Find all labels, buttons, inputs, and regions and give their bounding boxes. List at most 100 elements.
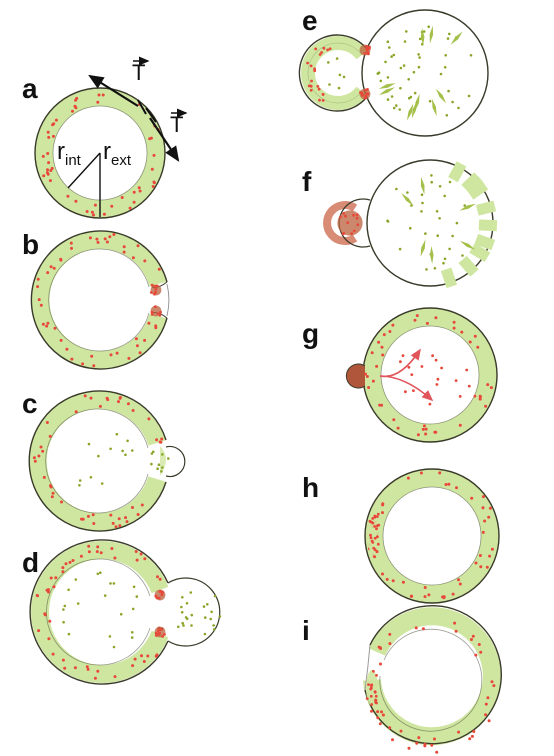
dot: [375, 695, 378, 698]
dot: [143, 557, 146, 560]
dot: [373, 516, 376, 519]
dot: [376, 515, 379, 518]
dot: [486, 566, 489, 569]
dot: [470, 54, 473, 57]
dot: [442, 596, 445, 599]
dot: [80, 555, 83, 558]
dot: [390, 55, 393, 58]
dot: [356, 223, 359, 226]
dot: [310, 80, 313, 83]
dot: [204, 633, 207, 636]
dot: [46, 322, 49, 325]
panel-label-i: i: [302, 615, 310, 646]
dot: [472, 635, 475, 638]
dot: [160, 628, 163, 631]
dot: [129, 207, 132, 210]
dot: [352, 214, 355, 217]
dot: [445, 483, 448, 486]
dot: [127, 402, 130, 405]
dot: [87, 545, 90, 548]
dot: [478, 643, 481, 646]
dot: [459, 395, 462, 398]
dot: [157, 629, 160, 632]
dot: [158, 463, 161, 466]
dot: [397, 427, 400, 430]
dot: [103, 213, 106, 216]
dot: [443, 195, 446, 198]
dot: [398, 108, 401, 111]
dot: [381, 503, 384, 506]
dot: [131, 664, 134, 667]
dot: [323, 47, 326, 50]
dot: [99, 571, 102, 574]
dot: [395, 188, 398, 191]
dot: [463, 204, 466, 207]
dot: [108, 235, 111, 238]
dot: [54, 576, 57, 579]
dot: [379, 663, 382, 666]
dot: [95, 238, 98, 241]
dot: [92, 513, 95, 516]
dot: [318, 99, 321, 102]
dot: [423, 30, 426, 33]
dot: [46, 168, 49, 171]
dot: [88, 550, 91, 553]
dot: [161, 591, 164, 594]
dot: [308, 85, 311, 88]
dot: [381, 573, 384, 576]
dot: [372, 670, 375, 673]
dot: [415, 626, 418, 629]
dot: [118, 524, 121, 527]
dot: [435, 359, 438, 362]
dot: [78, 484, 81, 487]
dot: [429, 403, 432, 406]
dot: [74, 666, 77, 669]
dot: [70, 242, 73, 245]
dot: [46, 421, 49, 424]
dot: [424, 595, 427, 598]
dot: [161, 594, 164, 597]
dot: [40, 304, 43, 307]
dot: [483, 520, 486, 523]
dot: [387, 98, 390, 101]
dot: [410, 595, 413, 598]
dot: [117, 400, 120, 403]
dot: [474, 654, 477, 657]
dot: [440, 367, 443, 370]
dot: [365, 47, 368, 50]
dot: [487, 516, 490, 519]
dot: [34, 460, 37, 463]
dot: [444, 66, 447, 69]
dot: [343, 76, 346, 79]
dot: [375, 702, 378, 705]
panel-a-vesicle: rint rext T T: [35, 60, 186, 218]
dot: [426, 322, 429, 325]
dot: [384, 61, 387, 64]
dot: [470, 497, 473, 500]
dot: [126, 440, 129, 443]
dot: [377, 513, 380, 516]
dot: [447, 90, 450, 93]
dot: [479, 651, 482, 654]
dot: [367, 52, 370, 55]
dot: [346, 221, 349, 224]
dot: [356, 217, 359, 220]
dot: [407, 78, 410, 81]
dot: [453, 622, 456, 625]
dot: [313, 69, 316, 72]
dot: [96, 545, 99, 548]
dot: [422, 428, 425, 431]
dot: [423, 744, 426, 747]
dot: [417, 736, 420, 739]
dot: [70, 358, 73, 361]
dot: [451, 101, 454, 104]
dot: [101, 482, 104, 485]
dot: [374, 690, 377, 693]
dot: [436, 210, 439, 213]
dot: [372, 547, 375, 550]
dot: [344, 215, 347, 218]
dot: [370, 687, 373, 690]
panel-label-h: h: [302, 472, 319, 503]
dot: [479, 395, 482, 398]
dot: [69, 561, 72, 564]
